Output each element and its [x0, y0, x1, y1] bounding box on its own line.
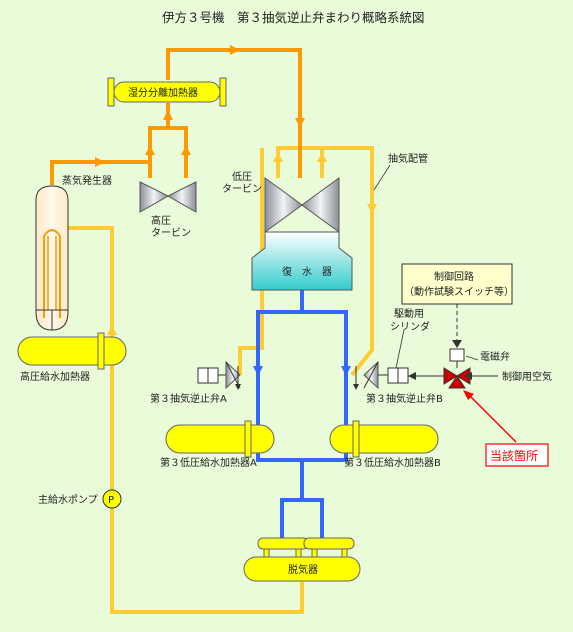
control-signal-arrow: [452, 340, 462, 348]
deaerator-label: 脱気器: [288, 563, 318, 576]
check-valve-a-label: 第３抽気逆止弁A: [150, 392, 227, 405]
deaerator: [243, 537, 361, 582]
steam-arrows: [95, 45, 305, 167]
main-feed-pump-label: 主給水ポンプ: [38, 493, 98, 506]
solenoid-valve-label: 電磁弁: [480, 350, 510, 363]
hp-turbine-label-1: 高圧: [151, 214, 171, 227]
moisture-separator-heater: [107, 77, 227, 107]
check-valve-b-label: 第３抽気逆止弁B: [366, 392, 443, 405]
condenser-label: 復 水 器: [282, 265, 332, 278]
condensate-arrows: [253, 366, 351, 376]
pump-symbol: P: [108, 495, 114, 506]
check-valve-a: [197, 360, 241, 390]
drive-cylinder-label-2: シリンダ: [390, 320, 430, 333]
leader-lines: [373, 164, 479, 369]
lp-heater-a: [165, 420, 275, 458]
hp-turbine-label-2: タービン: [151, 227, 191, 239]
air-to-cylinder-arrow: [408, 372, 416, 380]
alert-leader: [463, 390, 549, 467]
hp-heater-label: 高圧給水加熱器: [20, 370, 90, 383]
control-circuit-label-1: 制御回路: [434, 270, 474, 283]
extraction-piping-label: 抽気配管: [388, 152, 428, 165]
hp-turbine: [139, 181, 197, 213]
lp-turbine-label-1: 低圧: [232, 170, 252, 183]
solenoid-valve: [443, 348, 471, 389]
control-circuit-box: [401, 263, 513, 305]
condenser: [251, 231, 353, 291]
lp-heater-b-label: 第３低圧給水加熱器B: [344, 456, 441, 469]
control-air-label: 制御用空気: [502, 370, 552, 383]
control-air-arrow: [464, 372, 472, 380]
hp-feedwater-heater: [17, 332, 127, 370]
sg-label: 蒸気発生器: [62, 174, 112, 187]
main-feed-pump: [102, 489, 122, 509]
control-circuit-label-2: （動作試験スイッチ等）: [404, 285, 514, 298]
condensate-lines: [256, 288, 348, 538]
relevant-location-label: 当該箇所: [490, 448, 538, 463]
diagram-title: 伊方３号機 第３抽気逆止弁まわり概略系統図: [162, 10, 425, 25]
msh-label: 湿分分離加熱器: [128, 86, 198, 99]
lp-heater-b: [329, 420, 439, 458]
lp-turbine-label-2: タービン: [222, 183, 262, 195]
drive-cylinder-label-1: 駆動用: [394, 307, 424, 320]
lp-turbine: [264, 177, 340, 233]
check-valve-b: [353, 360, 409, 390]
steam-generator: [35, 185, 69, 331]
lp-heater-a-label: 第３低圧給水加熱器A: [160, 456, 257, 469]
